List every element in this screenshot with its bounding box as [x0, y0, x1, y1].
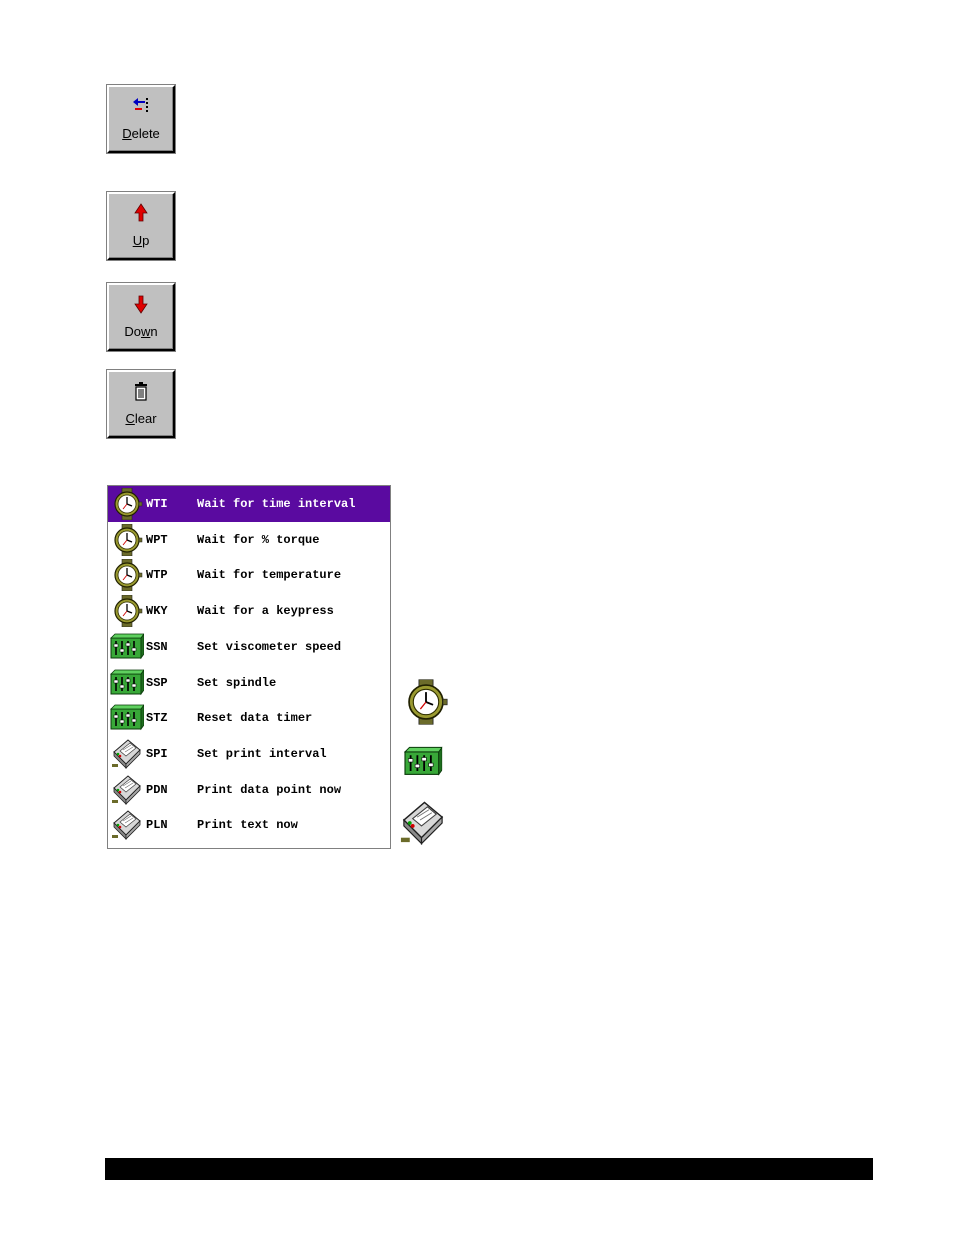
command-description: Set viscometer speed — [197, 639, 342, 654]
list-item[interactable]: WKY Wait for a keypress — [108, 593, 390, 629]
printer-icon — [398, 796, 448, 850]
delete-button[interactable]: Delete — [106, 84, 176, 154]
command-description: Print text now — [197, 818, 298, 833]
command-description: Wait for time interval — [197, 497, 356, 511]
list-item[interactable]: SSN Set viscometer speed — [108, 629, 390, 665]
footer-bar — [105, 1158, 873, 1180]
list-item[interactable]: SPI Set print interval — [108, 736, 390, 772]
list-item[interactable]: WPT Wait for % torque — [108, 522, 390, 558]
command-code: WKY — [146, 604, 168, 619]
command-description: Wait for a keypress — [197, 604, 334, 619]
control-panel-icon — [401, 744, 445, 780]
trash-can-icon — [135, 382, 147, 401]
control-panel-icon — [110, 667, 144, 699]
list-item[interactable]: WTI Wait for time interval — [108, 486, 390, 522]
list-item[interactable]: WTP Wait for temperature — [108, 557, 390, 593]
up-button[interactable]: Up — [106, 191, 176, 261]
watch-icon — [402, 676, 450, 728]
down-button[interactable]: Down — [106, 282, 176, 352]
command-code: STZ — [146, 711, 168, 726]
up-button-label: Up — [132, 233, 150, 248]
command-code: SSP — [146, 675, 168, 690]
printer-icon — [110, 809, 144, 841]
watch-icon — [110, 595, 144, 627]
command-code: SSN — [146, 639, 168, 654]
list-item[interactable]: SSP Set spindle — [108, 665, 390, 701]
clear-button-label: Clear — [125, 411, 157, 426]
list-item[interactable]: PDN Print data point now — [108, 772, 390, 808]
watch-icon — [110, 559, 144, 591]
printer-icon — [110, 738, 144, 770]
watch-icon — [110, 524, 144, 556]
command-description: Print data point now — [197, 782, 342, 797]
arrow-up-icon — [134, 203, 148, 222]
command-code: PLN — [146, 818, 168, 833]
list-item[interactable]: PLN Print text now — [108, 807, 390, 843]
control-panel-icon — [110, 702, 144, 734]
delete-button-label: Delete — [122, 126, 160, 141]
command-code: SPI — [146, 746, 168, 761]
command-code: WPT — [146, 532, 168, 547]
down-button-label: Down — [124, 324, 158, 339]
command-description: Wait for % torque — [197, 532, 320, 547]
watch-icon — [110, 488, 144, 520]
command-description: Wait for temperature — [197, 568, 342, 583]
printer-icon — [110, 774, 144, 806]
command-description: Reset data timer — [197, 711, 313, 726]
command-description: Set print interval — [197, 746, 327, 761]
command-description: Set spindle — [197, 675, 277, 690]
command-code: WTI — [146, 497, 168, 511]
list-item[interactable]: STZ Reset data timer — [108, 700, 390, 736]
command-code: WTP — [146, 568, 168, 583]
delete-row-icon — [133, 98, 148, 112]
control-panel-icon — [110, 631, 144, 663]
clear-button[interactable]: Clear — [106, 369, 176, 439]
arrow-down-icon — [134, 295, 148, 314]
command-code: PDN — [146, 782, 168, 797]
